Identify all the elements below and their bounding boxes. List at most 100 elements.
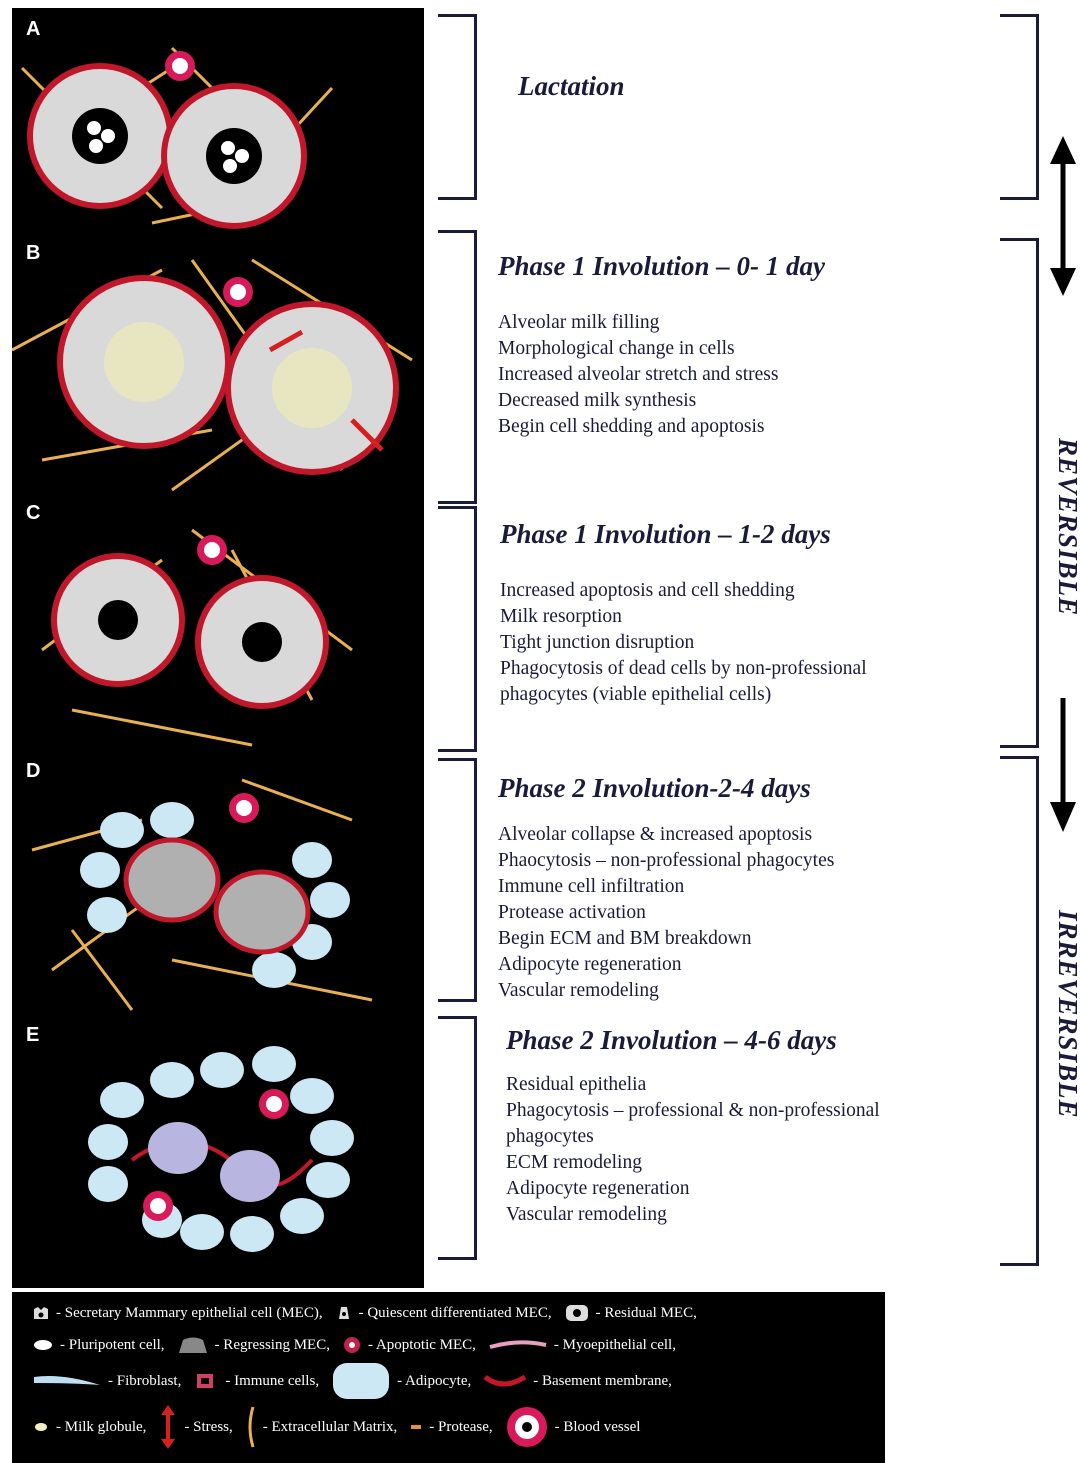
blood-vessel (229, 793, 259, 823)
legend-item: - Apoptotic MEC, (342, 1335, 476, 1355)
apoptotic-mec-icon (342, 1335, 362, 1355)
panel-c-illustration (12, 500, 424, 752)
right-bracket-irreversible (1000, 756, 1039, 1266)
legend-item: - Secretary Mammary epithelial cell (MEC… (32, 1305, 323, 1322)
phase-b-list: Alveolar milk filling Morphological chan… (498, 310, 998, 440)
fibroblast-icon (32, 1373, 102, 1389)
bracket-c (438, 506, 477, 752)
phase-e: Phase 2 Involution – 4-6 days Residual e… (506, 1024, 1006, 1228)
panel-letter-e: E (26, 1024, 39, 1047)
blood-vessel-icon (505, 1405, 549, 1449)
list-item: Phaocytosis – non-professional phagocyte… (498, 848, 998, 874)
list-item: Morphological change in cells (498, 336, 998, 362)
panel-letter-a: A (26, 18, 40, 41)
phase-d-title: Phase 2 Involution-2-4 days (498, 772, 998, 804)
alveolus-right (198, 578, 326, 706)
panel-letter-c: C (26, 502, 40, 525)
legend-label: - Pluripotent cell, (60, 1337, 165, 1354)
list-item: Protease activation (498, 900, 998, 926)
residual-epithelia (148, 1122, 280, 1202)
milk-globule-icon (32, 1421, 50, 1433)
list-item: phagocytes (506, 1124, 1006, 1150)
blood-vessel (165, 51, 195, 81)
phase-e-list: Residual epithelia Phagocytosis – profes… (506, 1072, 1006, 1228)
legend-row-4: - Milk globule, - Stress, - Extracellula… (32, 1412, 652, 1442)
legend-label: - Apoptotic MEC, (368, 1337, 476, 1354)
collapsed-alveolus-left (126, 840, 218, 920)
quiescent-mec-icon (335, 1305, 353, 1321)
panel-b-illustration (12, 240, 424, 500)
legend: - Secretary Mammary epithelial cell (MEC… (12, 1292, 885, 1463)
down-arrow-icon (1046, 698, 1080, 832)
list-item: Alveolar collapse & increased apoptosis (498, 822, 998, 848)
list-item: Adipocyte regeneration (506, 1176, 1006, 1202)
list-item: Decreased milk synthesis (498, 388, 998, 414)
phase-b: Phase 1 Involution – 0- 1 day Alveolar m… (498, 250, 998, 440)
alveolus-right (228, 304, 396, 472)
legend-label: - Stress, (184, 1419, 232, 1436)
legend-item: - Myoepithelial cell, (488, 1337, 676, 1354)
adipocyte-icon (331, 1361, 391, 1401)
list-item: Residual epithelia (506, 1072, 1006, 1098)
list-item: Tight junction disruption (500, 630, 1000, 656)
bracket-a (438, 14, 477, 200)
adipocytes (88, 1046, 354, 1252)
legend-item: - Regressing MEC, (177, 1336, 330, 1354)
right-bracket-reversible (1000, 238, 1039, 748)
alveolus-left (60, 278, 228, 446)
extracellular-matrix-icon (245, 1405, 257, 1449)
legend-label: - Immune cells, (225, 1373, 319, 1390)
list-item: Milk resorption (500, 604, 1000, 630)
alveolus-left (54, 556, 182, 684)
right-bracket-lactation (1000, 14, 1039, 200)
blood-vessel (223, 277, 253, 307)
legend-item: - Pluripotent cell, (32, 1337, 165, 1354)
legend-item: - Adipocyte, (331, 1361, 471, 1401)
list-item: Increased apoptosis and cell shedding (500, 578, 1000, 604)
legend-item: - Extracellular Matrix, (245, 1405, 398, 1449)
legend-row-1: - Secretary Mammary epithelial cell (MEC… (32, 1298, 709, 1328)
legend-row-2: - Pluripotent cell, - Regressing MEC, - … (32, 1330, 688, 1360)
panel-e (12, 1020, 424, 1288)
phase-b-title: Phase 1 Involution – 0- 1 day (498, 250, 998, 282)
list-item: Phagocytosis – professional & non-profes… (506, 1098, 1006, 1124)
list-item: Vascular remodeling (506, 1202, 1006, 1228)
legend-item: - Milk globule, (32, 1419, 146, 1436)
list-item: Alveolar milk filling (498, 310, 998, 336)
irreversible-label: IRREVERSIBLE (1052, 910, 1080, 1119)
legend-label: - Myoepithelial cell, (554, 1337, 676, 1354)
pluripotent-cell-icon (32, 1339, 54, 1351)
panel-a (12, 8, 424, 230)
legend-label: - Regressing MEC, (215, 1337, 330, 1354)
regressing-mec-icon (177, 1336, 209, 1354)
myoepithelial-cell-icon (488, 1339, 548, 1351)
phase-c: Phase 1 Involution – 1-2 days Increased … (500, 518, 1000, 708)
legend-item: - Immune cells, (193, 1370, 319, 1392)
bracket-e (438, 1016, 477, 1260)
panel-d (12, 760, 424, 1018)
collapsed-alveolus-right (216, 872, 308, 952)
legend-label: - Adipocyte, (397, 1373, 471, 1390)
panel-d-illustration (12, 760, 424, 1018)
double-arrow-icon (1046, 136, 1080, 296)
basement-membrane-icon (483, 1373, 527, 1389)
legend-label: - Fibroblast, (108, 1373, 181, 1390)
phase-c-title: Phase 1 Involution – 1-2 days (500, 518, 1000, 550)
legend-label: - Quiescent differentiated MEC, (359, 1305, 552, 1322)
reversible-label: REVERSIBLE (1052, 438, 1080, 616)
list-item: phagocytes (viable epithelial cells) (500, 682, 1000, 708)
list-item: Begin cell shedding and apoptosis (498, 414, 998, 440)
legend-item: - Protease, (409, 1419, 492, 1436)
legend-item: - Blood vessel (505, 1405, 641, 1449)
legend-label: - Secretary Mammary epithelial cell (MEC… (56, 1305, 323, 1322)
bracket-d (438, 758, 477, 1002)
legend-label: - Protease, (429, 1419, 492, 1436)
legend-item: - Quiescent differentiated MEC, (335, 1305, 552, 1322)
list-item: Phagocytosis of dead cells by non-profes… (500, 656, 1000, 682)
legend-row-3: - Fibroblast, - Immune cells, - Adipocyt… (32, 1366, 684, 1396)
phase-d: Phase 2 Involution-2-4 days Alveolar col… (498, 772, 998, 1004)
phase-a: Lactation (518, 70, 1018, 130)
panel-a-illustration (12, 8, 424, 230)
alveolus-right (164, 86, 304, 226)
panel-e-illustration (12, 1020, 424, 1288)
